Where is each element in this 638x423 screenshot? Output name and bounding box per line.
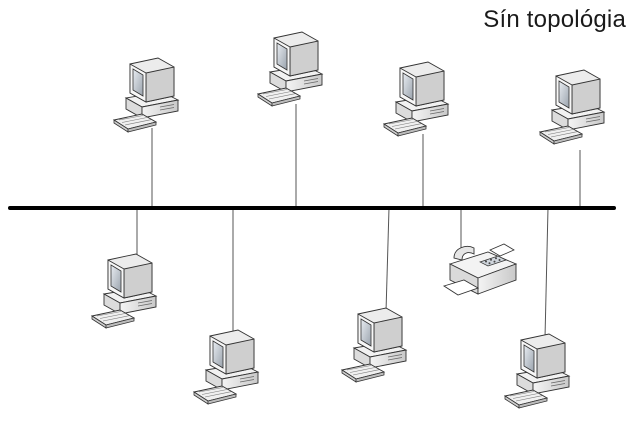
link-bottom-3 xyxy=(385,207,390,313)
pc-bottom-1-icon xyxy=(91,253,157,329)
pc-top-1-icon xyxy=(113,57,179,133)
pc-top-3-icon xyxy=(383,61,449,137)
fax-machine-icon xyxy=(443,243,517,296)
link-bottom-4 xyxy=(544,207,549,339)
pc-top-2-icon xyxy=(257,31,323,107)
pc-bottom-3-icon xyxy=(341,307,407,383)
connection-lines xyxy=(136,104,581,339)
pc-bottom-4-icon xyxy=(504,333,570,409)
diagram-title: Sín topológia xyxy=(483,6,626,33)
pc-bottom-2-icon xyxy=(193,329,259,405)
pc-top-4-icon xyxy=(539,69,605,145)
